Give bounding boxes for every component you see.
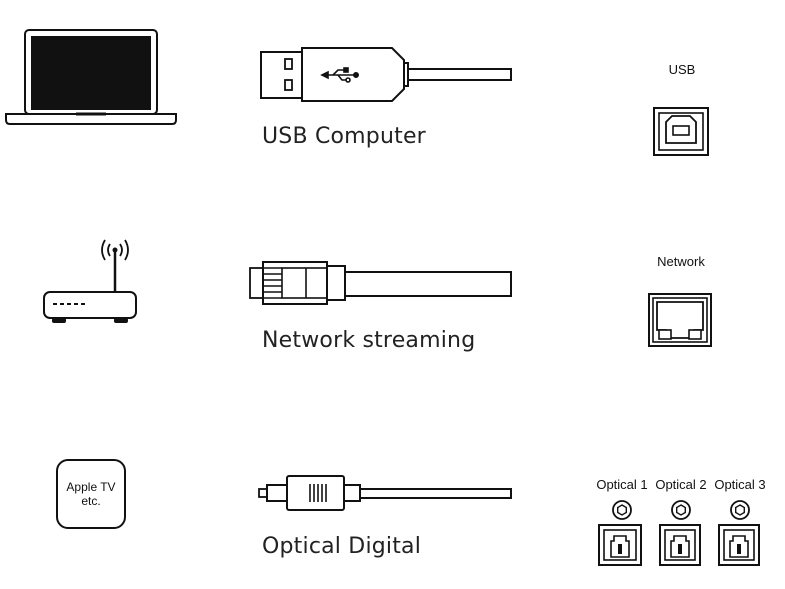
optical-3-label: Optical 3 — [714, 477, 766, 492]
optical-port-3 — [718, 500, 760, 566]
optical-1-label: Optical 1 — [596, 477, 648, 492]
media-box-icon: Apple TV etc. — [56, 459, 126, 529]
optical-caption: Optical Digital — [262, 534, 422, 559]
network-caption: Network streaming — [262, 328, 476, 353]
network-port-label: Network — [657, 254, 705, 269]
usb-caption: USB Computer — [262, 124, 426, 149]
optical-2-label: Optical 2 — [655, 477, 707, 492]
optical-port-2 — [659, 500, 701, 566]
usb-port-label: USB — [668, 62, 696, 77]
media-box-label-2: etc. — [81, 494, 101, 508]
media-box-label-1: Apple TV — [66, 480, 116, 494]
optical-port-1 — [598, 500, 642, 566]
usb-symbol-icon — [320, 67, 359, 83]
